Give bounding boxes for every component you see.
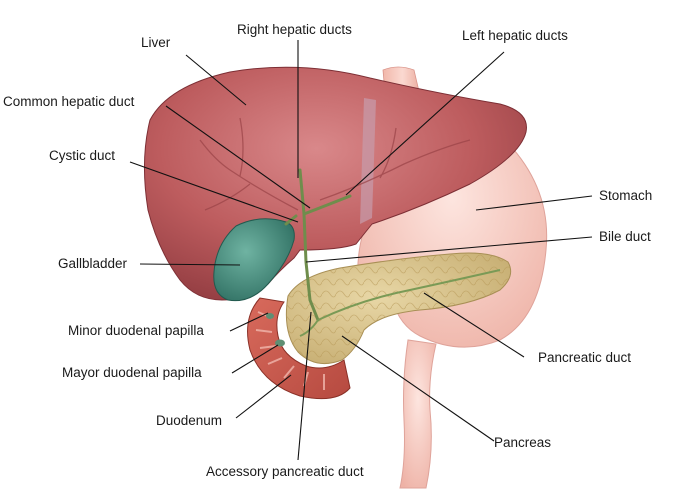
intestine-tail (400, 340, 436, 488)
label-right-hepatic-ducts: Right hepatic ducts (237, 22, 352, 38)
label-left-hepatic-ducts: Left hepatic ducts (462, 28, 568, 44)
label-pancreatic-duct: Pancreatic duct (538, 350, 631, 366)
label-cystic-duct: Cystic duct (49, 148, 115, 164)
leader-duodenum (236, 375, 291, 418)
label-gallbladder: Gallbladder (58, 256, 127, 272)
label-bile-duct: Bile duct (599, 229, 651, 245)
label-mayor-duodenal-papilla: Mayor duodenal papilla (62, 365, 202, 381)
label-duodenum: Duodenum (156, 413, 222, 429)
label-accessory-pancreatic-duct: Accessory pancreatic duct (206, 464, 364, 480)
label-pancreas: Pancreas (494, 435, 551, 451)
label-minor-duodenal-papilla: Minor duodenal papilla (68, 323, 204, 339)
label-stomach: Stomach (599, 188, 652, 204)
label-liver: Liver (141, 35, 170, 51)
label-common-hepatic-duct: Common hepatic duct (3, 94, 134, 110)
